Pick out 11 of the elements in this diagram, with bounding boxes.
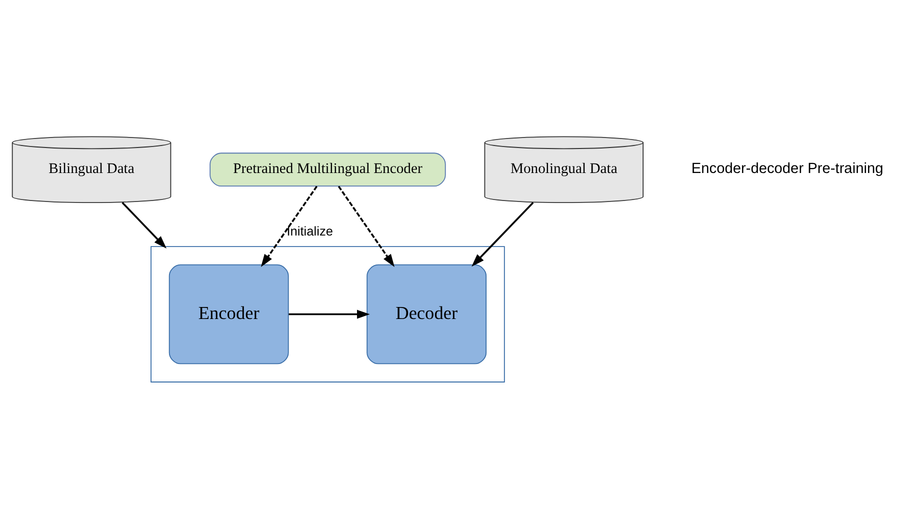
edge-label: Initialize [286, 223, 333, 238]
arrow [472, 201, 534, 266]
arrow [288, 309, 370, 318]
arrow [338, 185, 395, 267]
node-box: Decoder [366, 264, 487, 364]
label: Encoder-decoder Pre-training [691, 160, 884, 177]
arrow [260, 185, 318, 267]
arrow [122, 201, 167, 248]
node-box: Pretrained Multilingual Encoder [210, 152, 446, 186]
cluster [150, 246, 505, 382]
node-box: Encoder [168, 264, 289, 364]
